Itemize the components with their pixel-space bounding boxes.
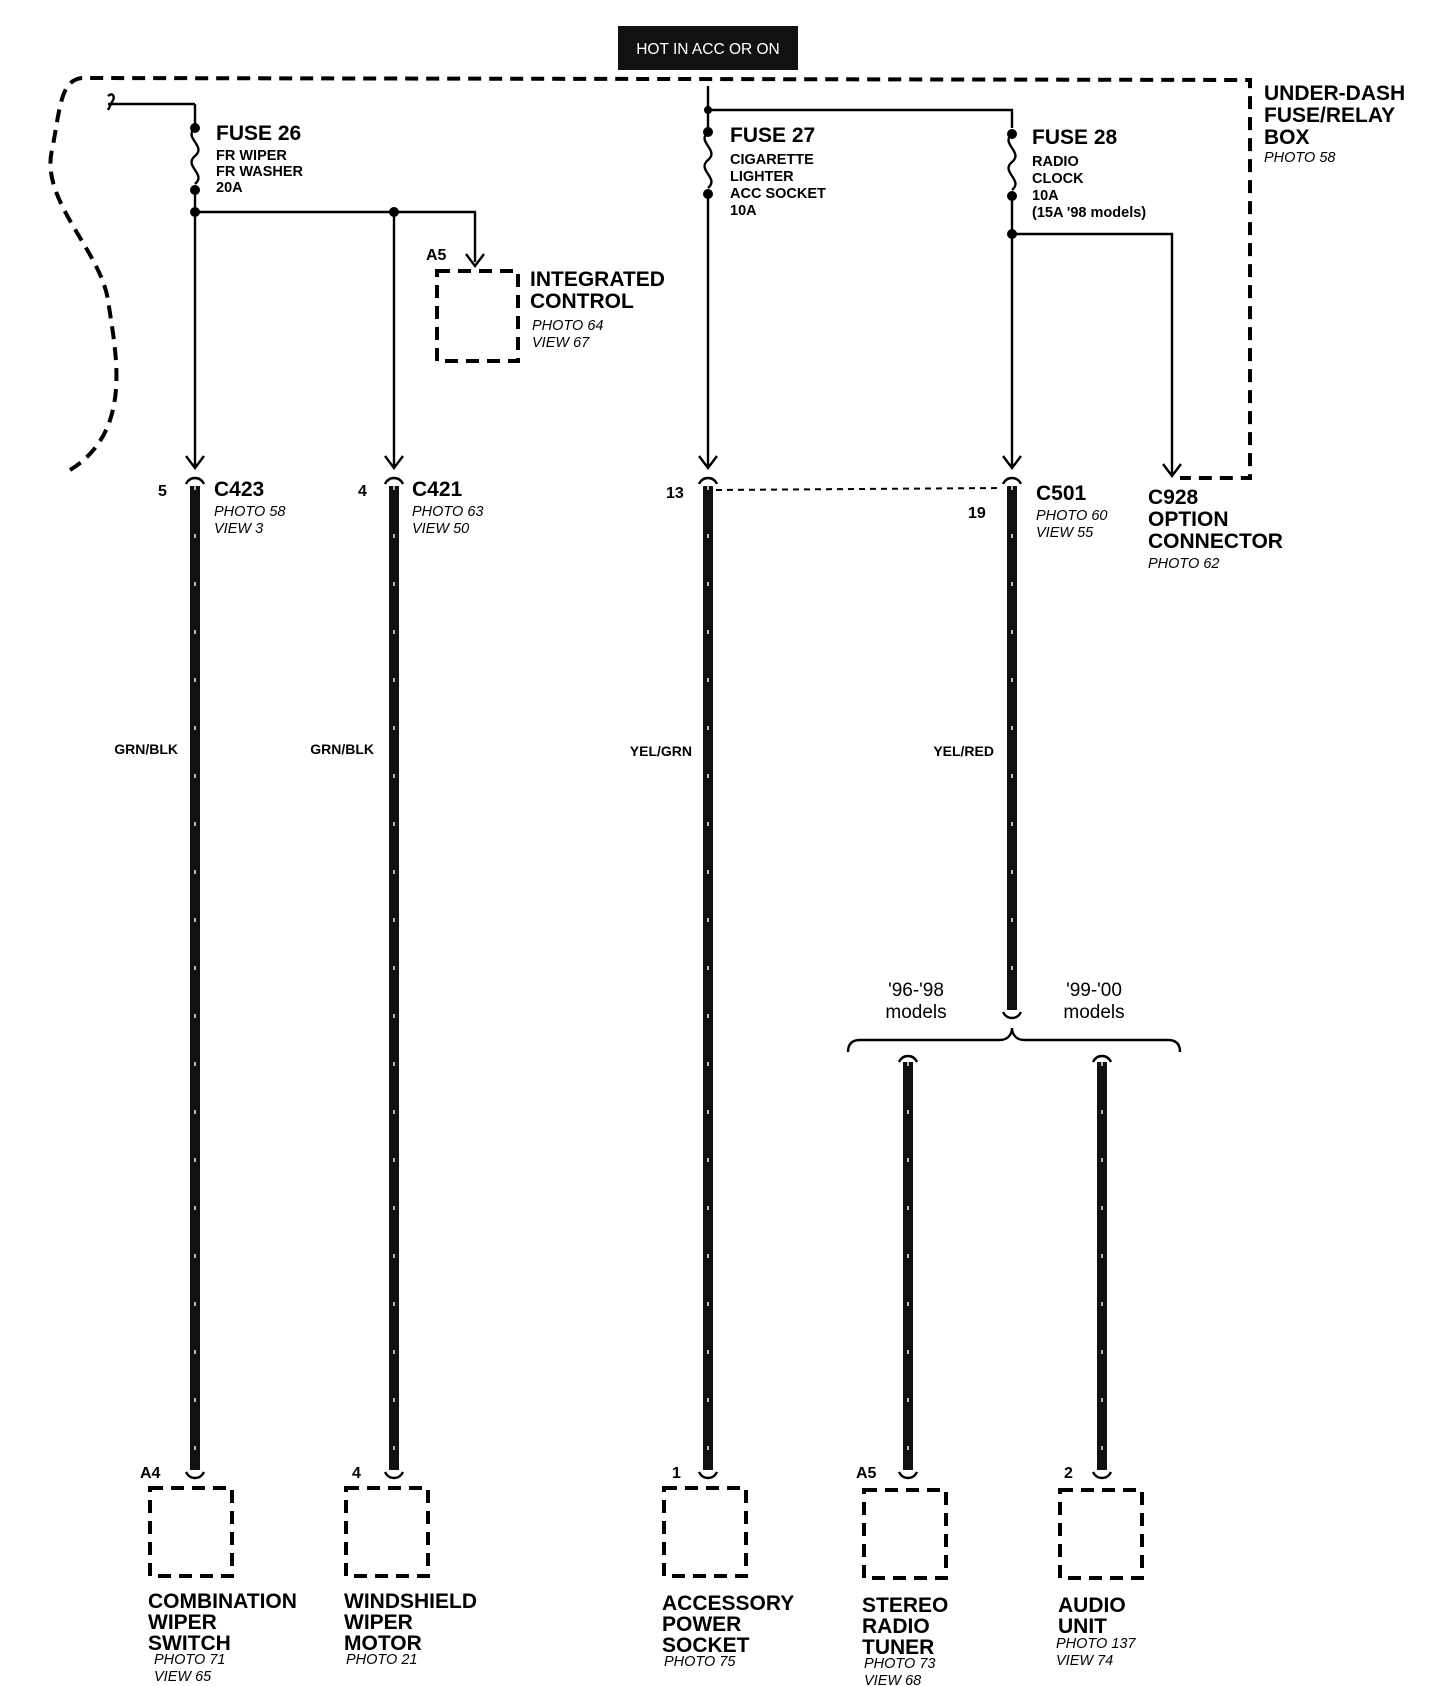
pin-13: 13 — [666, 485, 684, 502]
pin13-chevron — [698, 455, 718, 470]
integrated-control-box — [435, 269, 520, 363]
c423-pin: 5 — [158, 483, 167, 500]
integrated-control-photo: PHOTO 64 — [532, 318, 603, 334]
wire-label-3: YEL/GRN — [630, 743, 692, 759]
wire-yel-red — [1001, 476, 1023, 1020]
header-label-box — [618, 26, 798, 70]
integrated-control-view: VIEW 67 — [532, 335, 590, 351]
comp-5-view: VIEW 74 — [1056, 1653, 1113, 1669]
wire-branch-99-00 — [1091, 1054, 1113, 1480]
comp-3-photo: PHOTO 75 — [664, 1654, 736, 1670]
c421-view: VIEW 50 — [412, 521, 469, 537]
c501-name: C501 — [1036, 482, 1087, 505]
comp-1-view: VIEW 65 — [154, 1669, 212, 1685]
c501-view: VIEW 55 — [1036, 525, 1094, 541]
wire-grn-blk-1 — [184, 476, 206, 1480]
c501-chevron — [1002, 455, 1022, 470]
comp-2-pin: 4 — [352, 1465, 361, 1482]
c421-photo: PHOTO 63 — [412, 504, 483, 520]
fuse-box-photo: PHOTO 58 — [1264, 150, 1335, 166]
bus-input-hook — [106, 93, 115, 111]
fuse-26-branch — [195, 210, 477, 262]
comp-5-photo: PHOTO 137 — [1056, 1636, 1136, 1652]
wire-branch-96-98 — [897, 1054, 919, 1480]
comp-1-pin: A4 — [140, 1465, 161, 1482]
fuse-27 — [703, 106, 713, 466]
c421-chevron — [384, 455, 404, 470]
c501-pin: 19 — [968, 505, 986, 522]
comp-4-pin: A5 — [856, 1465, 877, 1482]
comp-4-view: VIEW 68 — [864, 1673, 921, 1686]
wire-label-4: YEL/RED — [933, 743, 994, 759]
pin13-dashed-link — [715, 487, 1001, 491]
c423-photo: PHOTO 58 — [214, 504, 285, 520]
c501-photo: PHOTO 60 — [1036, 508, 1107, 524]
c423-view: VIEW 3 — [214, 521, 263, 537]
comp-1-box — [148, 1486, 234, 1578]
comp-3-box — [662, 1486, 748, 1578]
comp-2-photo: PHOTO 21 — [346, 1652, 417, 1668]
integrated-control-pin: A5 — [426, 247, 447, 264]
c423-name: C423 — [214, 478, 264, 501]
fuse-28 — [1007, 129, 1182, 478]
fuse-26 — [190, 104, 200, 466]
model-branch-brace — [846, 1027, 1182, 1053]
c423-chevron — [185, 455, 205, 470]
comp-3-pin: 1 — [672, 1465, 681, 1482]
comp-5-pin: 2 — [1064, 1465, 1073, 1482]
c421-name: C421 — [412, 478, 463, 501]
comp-2-box — [344, 1486, 430, 1578]
comp-4-box — [862, 1488, 948, 1580]
wire-label-2: GRN/BLK — [310, 741, 374, 757]
header-label: HOT IN ACC OR ON — [636, 41, 780, 58]
fuse-box-outline — [48, 75, 1252, 480]
comp-4-photo: PHOTO 73 — [864, 1656, 935, 1672]
wire-yel-grn — [697, 476, 719, 1480]
option-connector-photo: PHOTO 62 — [1148, 556, 1219, 572]
wire-grn-blk-2 — [383, 476, 405, 1480]
fuse-28-name: FUSE 28 — [1032, 126, 1118, 149]
c421-pin: 4 — [358, 483, 367, 500]
wire-label-1: GRN/BLK — [114, 741, 178, 757]
fuse-26-name: FUSE 26 — [216, 122, 301, 145]
comp-5-box — [1058, 1488, 1144, 1580]
internal-bus-right — [708, 108, 1014, 128]
comp-1-photo: PHOTO 71 — [154, 1652, 225, 1668]
fuse-27-name: FUSE 27 — [730, 124, 815, 147]
